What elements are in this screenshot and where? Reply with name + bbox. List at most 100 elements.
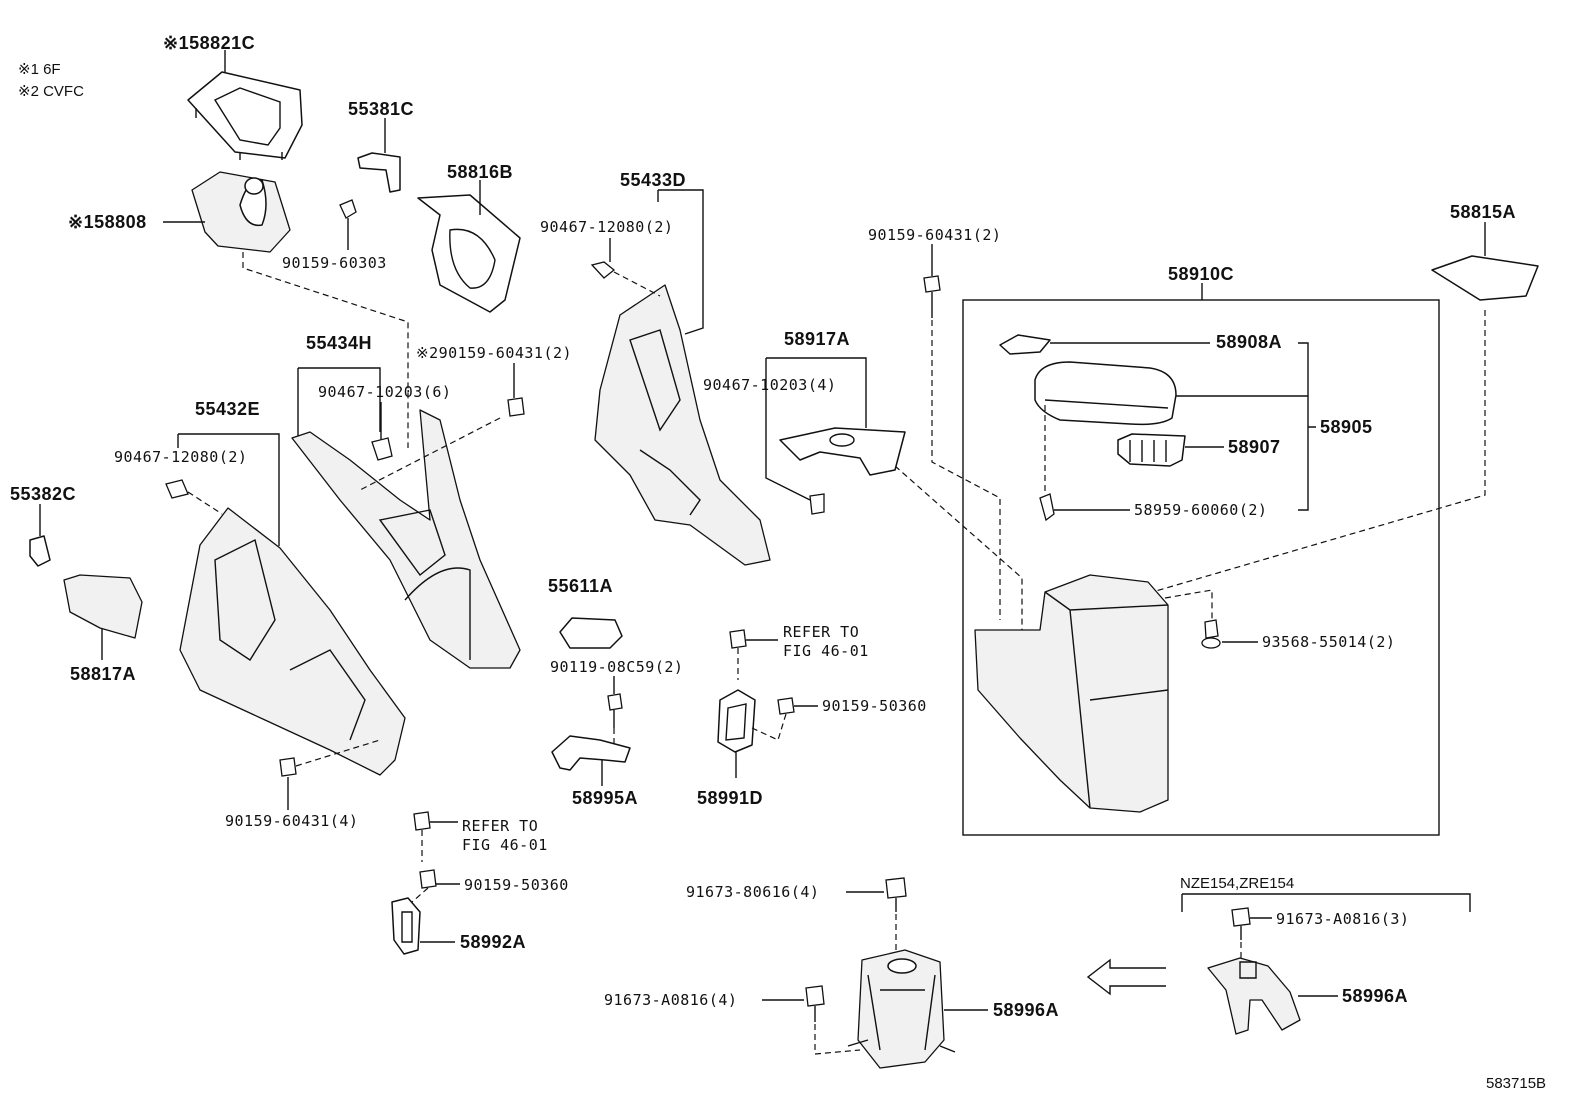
dash-93568 (1164, 589, 1213, 620)
leader-58905 (1298, 342, 1316, 511)
figure-id: 583715B (1486, 1075, 1546, 1092)
label-55434H: 55434H (306, 333, 372, 353)
label-refer-1a: REFER TO (783, 623, 859, 641)
label-90467-10203-b: 90467-10203(4) (703, 376, 836, 394)
label-refer-2b: FIG 46-01 (462, 836, 548, 854)
part-bolt-90159-50360-b (419, 869, 437, 889)
label-90467-12080-b: 90467-12080(2) (114, 448, 247, 466)
part-bolt-90159-60431-a (923, 275, 941, 318)
part-58815A-drawing (1431, 255, 1539, 301)
dash-90159-a (931, 320, 1001, 620)
leader-55434H (297, 367, 381, 436)
part-58917A-drawing (779, 427, 906, 515)
label-90159-60431-c: 90159-60431(4) (225, 812, 358, 830)
label-55382C: 55382C (10, 484, 76, 504)
part-clip-55434H (371, 437, 393, 461)
dash-90159-b (359, 417, 501, 491)
label-58821C: ※158821C (163, 33, 255, 53)
dash-58808 (242, 252, 409, 448)
leader-55433D (657, 189, 704, 335)
arrow-left-icon (1086, 958, 1166, 996)
part-58959-60060-drawing (1039, 405, 1055, 522)
label-58816B: 58816B (447, 162, 513, 182)
label-90467-10203-a: 90467-10203(6) (318, 383, 451, 401)
label-58992A: 58992A (460, 932, 526, 952)
note-2: ※2 CVFC (18, 83, 84, 100)
part-58907-drawing (1117, 433, 1186, 467)
label-58908A: 58908A (1216, 332, 1282, 352)
part-58908A-drawing (999, 334, 1051, 355)
label-55432E: 55432E (195, 399, 260, 419)
part-58817A-drawing (63, 574, 143, 639)
label-58808: ※158808 (68, 212, 147, 232)
label-90159-50360-a: 90159-50360 (822, 697, 927, 715)
label-58817A: 58817A (70, 664, 136, 684)
dash-91673-A0816-a (814, 1024, 861, 1055)
dash-90159-c (295, 739, 381, 767)
dash-55432E (187, 491, 223, 515)
label-58995A: 58995A (572, 788, 638, 808)
label-90119-08C59: 90119-08C59(2) (550, 658, 683, 676)
part-58995A-drawing (551, 735, 631, 771)
label-58815A: 58815A (1450, 202, 1516, 222)
dash-58917A (894, 465, 1023, 630)
label-58917A: 58917A (784, 329, 850, 349)
part-55611A-drawing (559, 617, 623, 649)
part-55434H-drawing (291, 409, 521, 669)
label-90159-50360-b: 90159-50360 (464, 876, 569, 894)
label-refer-2a: REFER TO (462, 817, 538, 835)
part-55382C-drawing (29, 535, 51, 567)
label-refer-1b: FIG 46-01 (783, 642, 869, 660)
label-58996A-a: 58996A (993, 1000, 1059, 1020)
part-bolt-91673-80616 (885, 877, 907, 912)
part-55381C-drawing (339, 152, 401, 236)
label-variant: NZE154,ZRE154 (1180, 875, 1294, 892)
label-58991D: 58991D (697, 788, 763, 808)
part-bolt-90159-60431-c (279, 757, 297, 777)
bracket-variant (1181, 893, 1471, 912)
part-58996A-a-drawing (847, 949, 956, 1069)
dash-55433D (613, 271, 661, 297)
label-58907: 58907 (1228, 437, 1281, 457)
label-91673-A0816-b: 91673-A0816(3) (1276, 910, 1409, 928)
part-bolt-refer-mid (729, 629, 747, 680)
part-bolt-90159-50360-a (777, 697, 795, 715)
part-93568-55014-drawing (1201, 619, 1221, 649)
label-58959-60060: 58959-60060(2) (1134, 501, 1267, 519)
part-58821C-drawing (187, 71, 303, 160)
part-bolt-refer-low (413, 811, 431, 862)
label-90467-12080-a: 90467-12080(2) (540, 218, 673, 236)
dash-90159-50360-a (751, 713, 787, 741)
part-bolt-91673-A0816-b (1231, 907, 1251, 940)
part-clip-55432E (165, 479, 189, 499)
label-91673-80616: 91673-80616(4) (686, 883, 819, 901)
label-90159-60303: 90159-60303 (282, 254, 387, 272)
part-58816B-drawing (417, 194, 521, 313)
part-console-box-drawing (974, 574, 1169, 813)
dash-58815A (1124, 310, 1486, 601)
label-55433D: 55433D (620, 170, 686, 190)
part-55432E-drawing (179, 507, 406, 776)
label-58996A-b: 58996A (1342, 986, 1408, 1006)
label-55611A: 55611A (548, 576, 613, 596)
leader-55432E (177, 433, 280, 546)
note-1: ※1 6F (18, 61, 61, 78)
part-58992A-drawing (391, 897, 421, 955)
label-93568-55014: 93568-55014(2) (1262, 633, 1395, 651)
part-58808-drawing (191, 171, 291, 253)
label-58910C: 58910C (1168, 264, 1234, 284)
label-91673-A0816-a: 91673-A0816(4) (604, 991, 737, 1009)
part-55433D-drawing (590, 261, 771, 566)
part-bolt-91673-A0816-a (805, 985, 825, 1022)
part-58996A-b-drawing (1207, 957, 1301, 1035)
label-90159-60431-b: ※290159-60431(2) (416, 344, 572, 362)
label-55381C: 55381C (348, 99, 414, 119)
leader-58917A (765, 357, 867, 501)
label-90159-60431-a: 90159-60431(2) (868, 226, 1001, 244)
part-bolt-90119-08C59 (607, 693, 623, 728)
label-58905: 58905 (1320, 417, 1373, 437)
part-bolt-90159-60431-b (507, 363, 525, 417)
part-58905-drawing (1034, 361, 1177, 426)
box-58910C (962, 299, 1440, 836)
